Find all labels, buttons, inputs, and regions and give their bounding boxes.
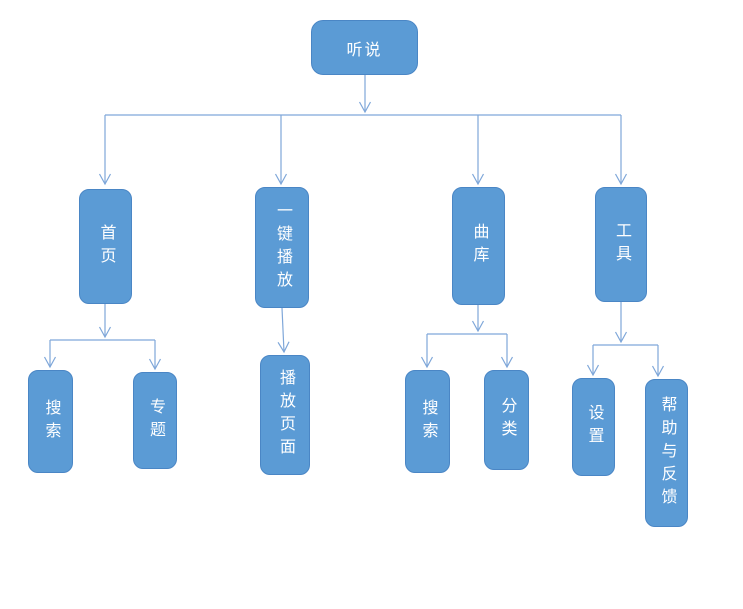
node-library-search[interactable]: 搜索 — [405, 370, 450, 473]
node-one-key-play-label: 一键播放 — [274, 201, 291, 294]
node-home-topics[interactable]: 专题 — [133, 372, 177, 469]
node-tools-settings-label: 设置 — [585, 404, 603, 450]
node-tools[interactable]: 工具 — [595, 187, 647, 302]
node-root[interactable]: 听说 — [311, 20, 418, 75]
node-music-library-label: 曲库 — [470, 223, 488, 269]
node-home-topics-label: 专题 — [147, 397, 164, 444]
connector-tools-branch — [586, 302, 665, 378]
node-tools-label: 工具 — [613, 221, 630, 268]
node-root-label: 听说 — [346, 41, 383, 59]
node-tools-help-feedback-label: 帮助与反馈 — [658, 395, 676, 511]
node-library-category[interactable]: 分类 — [484, 370, 529, 470]
node-music-library[interactable]: 曲库 — [452, 187, 505, 305]
connector-music-library-branch — [420, 305, 514, 369]
node-tools-help-feedback[interactable]: 帮助与反馈 — [645, 379, 688, 527]
node-home-search-label: 搜索 — [42, 398, 60, 445]
node-library-category-label: 分类 — [498, 397, 516, 443]
node-home[interactable]: 首页 — [79, 189, 132, 304]
node-play-page[interactable]: 播放页面 — [260, 355, 310, 475]
connector-home-branch — [43, 304, 162, 371]
node-home-label: 首页 — [97, 223, 115, 270]
node-library-search-label: 搜索 — [419, 398, 437, 445]
connector-one-key-play-branch — [277, 307, 290, 354]
node-one-key-play[interactable]: 一键播放 — [255, 187, 309, 308]
connector-root-branch — [98, 75, 628, 186]
node-home-search[interactable]: 搜索 — [28, 370, 73, 473]
node-tools-settings[interactable]: 设置 — [572, 378, 615, 476]
node-play-page-label: 播放页面 — [277, 369, 294, 461]
